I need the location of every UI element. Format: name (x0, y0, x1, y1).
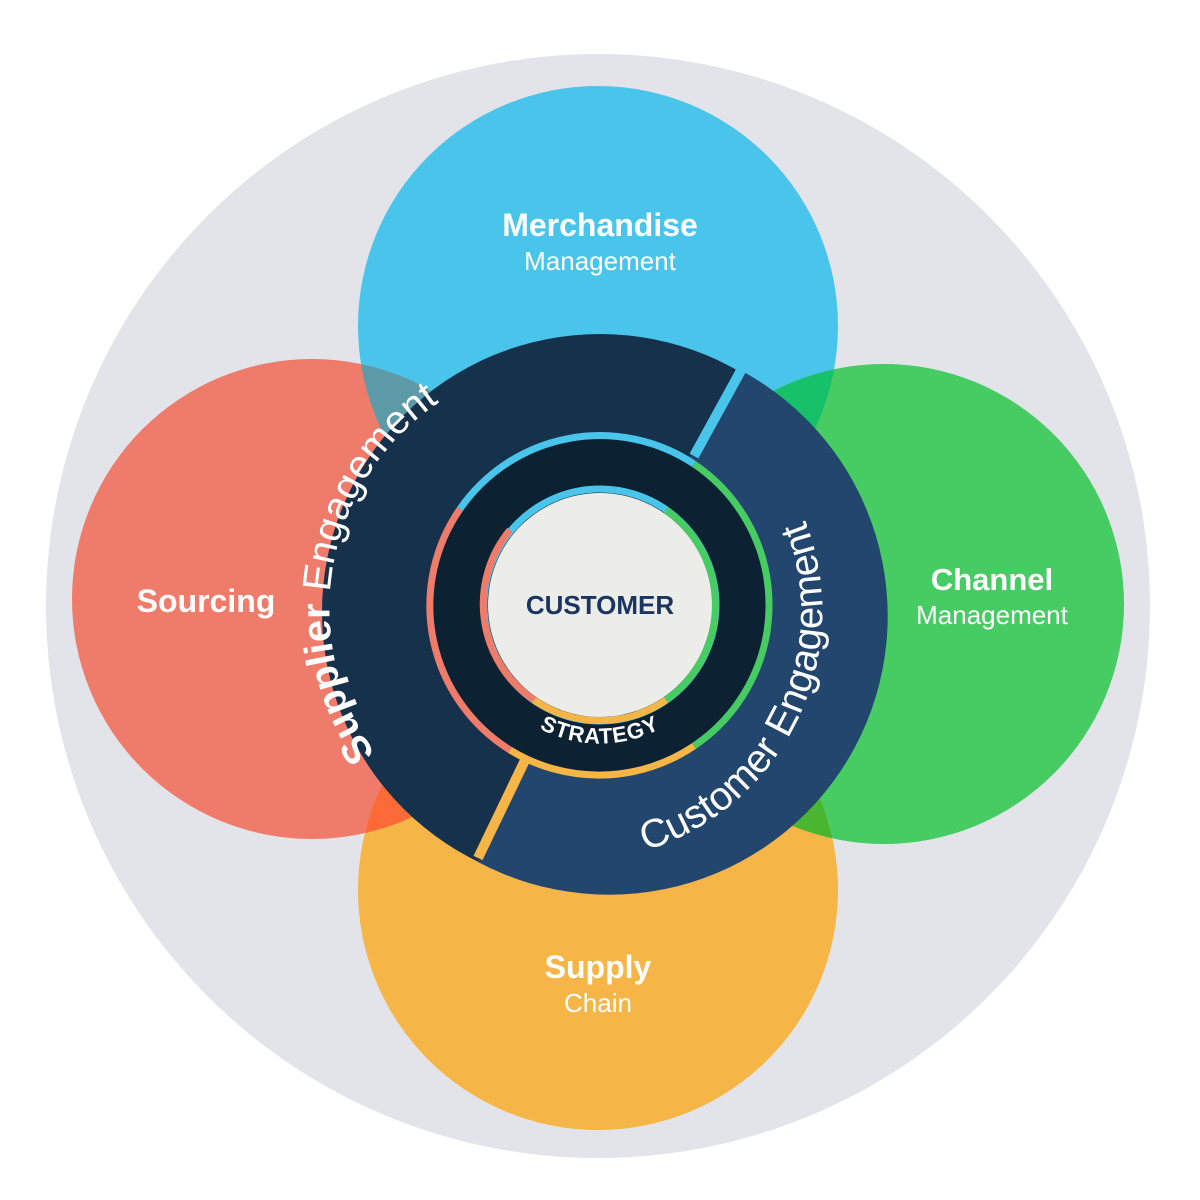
merch-separator (689, 342, 760, 459)
supply-title: Supply (545, 949, 652, 985)
center-rim-green (663, 507, 719, 703)
merchandise-subtitle: Management (524, 246, 677, 276)
customer-center-label: CUSTOMER (526, 590, 675, 620)
sourcing-title: Sourcing (137, 583, 276, 619)
customer-center (488, 493, 712, 717)
center-rim-orange (532, 697, 668, 725)
strategy-rim-blue (457, 432, 696, 511)
supply-subtitle: Chain (564, 988, 632, 1018)
strategy-rim-orange (508, 743, 696, 779)
supply-separator (473, 751, 533, 861)
strategy-rim-red (426, 507, 512, 753)
channel-subtitle: Management (916, 600, 1069, 630)
strategy-rim-green (692, 461, 773, 749)
center-rim-red (479, 527, 536, 703)
merchandise-title: Merchandise (502, 207, 698, 243)
channel-title: Channel (931, 562, 1053, 597)
